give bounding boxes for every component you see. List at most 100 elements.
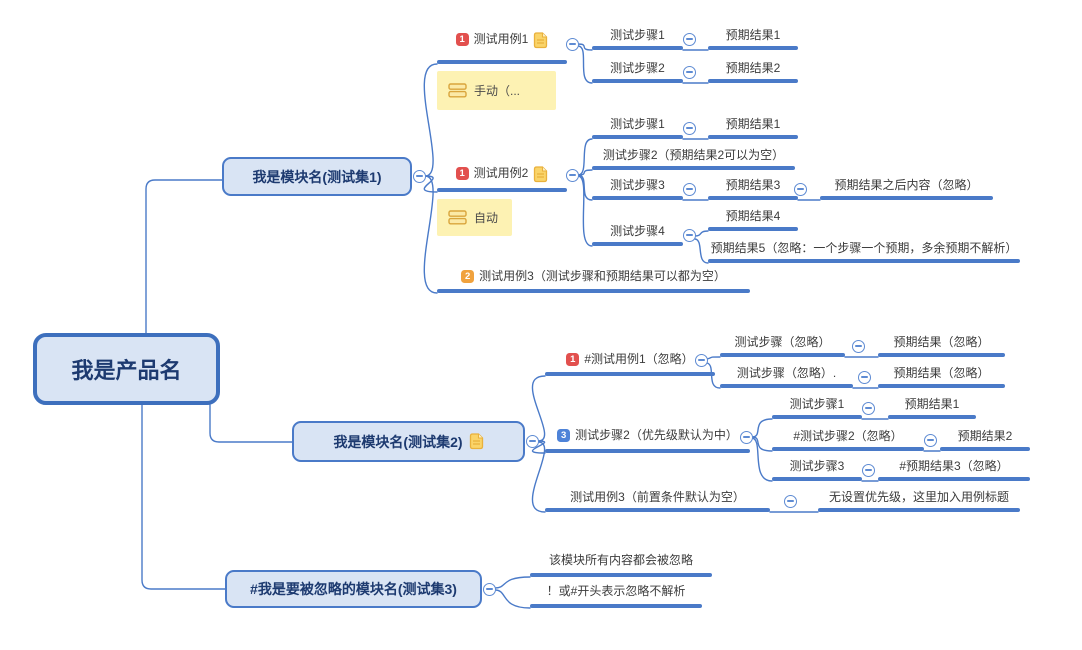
collapse-button-b2c2[interactable] xyxy=(739,430,753,444)
topic-b1c2s2[interactable]: 测试步骤2（预期结果2可以为空） xyxy=(592,148,795,170)
topic-b2c2s2r[interactable]: 预期结果2 xyxy=(940,429,1030,451)
topic-text: 测试步骤3 xyxy=(789,459,845,473)
topic-text: #预期结果3（忽略） xyxy=(899,459,1009,473)
collapse-button-b1c2s3r[interactable] xyxy=(793,182,807,196)
topic-text: 预期结果2 xyxy=(957,429,1013,443)
collapse-button-b2c3[interactable] xyxy=(783,494,797,508)
topic-text: 预期结果之后内容（忽略） xyxy=(834,178,979,192)
topic-b2c2[interactable]: 3 测试步骤2（优先级默认为中） xyxy=(545,428,750,453)
topic-text: 测试步骤（忽略）. xyxy=(736,366,837,380)
topic-text: 预期结果3 xyxy=(725,178,781,192)
label-tag-label1[interactable]: 手动（... xyxy=(437,71,556,110)
collapse-button-b2c2s1[interactable] xyxy=(861,401,875,415)
topic-text: 测试步骤1 xyxy=(610,117,665,131)
topic-text: 预期结果1 xyxy=(725,28,781,42)
topic-text: 我是产品名 xyxy=(71,358,182,383)
collapse-button-b2c2s3[interactable] xyxy=(861,463,875,477)
collapse-button-m3[interactable] xyxy=(482,582,496,596)
collapse-button-case2[interactable] xyxy=(565,168,579,182)
topic-b2c3r[interactable]: 无设置优先级，这里加入用例标题 xyxy=(818,490,1020,512)
topic-b1c1s1r[interactable]: 预期结果1 xyxy=(708,28,798,50)
collapse-button-b2c1s2[interactable] xyxy=(857,370,871,384)
topic-b2c1s1r[interactable]: 预期结果（忽略） xyxy=(878,335,1005,357)
topic-m3[interactable]: #我是要被忽略的模块名(测试集3) xyxy=(225,570,482,608)
topic-text: 预期结果2 xyxy=(725,61,781,75)
topic-text: 该模块所有内容都会被忽略 xyxy=(548,553,693,567)
topic-b1c2s4r2[interactable]: 预期结果5（忽略：一个步骤一个预期，多余预期不解析） xyxy=(708,241,1020,263)
topic-b2c1[interactable]: 1 #测试用例1（忽略） xyxy=(545,352,715,376)
topic-text: ！或#开头表示忽略不解析 xyxy=(546,584,686,598)
topic-text: 预期结果1 xyxy=(725,117,781,131)
topic-b1c2s1r[interactable]: 预期结果1 xyxy=(708,117,798,139)
topic-b1c2s3[interactable]: 测试步骤3 xyxy=(592,178,683,200)
topic-b3c2[interactable]: ！或#开头表示忽略不解析 xyxy=(530,584,702,608)
topic-text: 预期结果5（忽略：一个步骤一个预期，多余预期不解析） xyxy=(710,241,1018,255)
topic-text: 测试用例2 xyxy=(473,166,529,180)
collapse-button-b2c1s1[interactable] xyxy=(851,339,865,353)
topic-b1c2s4[interactable]: 测试步骤4 xyxy=(592,224,683,246)
topic-text: #测试步骤2（忽略） xyxy=(793,429,903,443)
collapse-button-b1c1s1[interactable] xyxy=(682,32,696,46)
topic-b2c3[interactable]: 测试用例3（前置条件默认为空） xyxy=(545,490,770,512)
topic-text: 自动 xyxy=(474,211,499,225)
tag-icon xyxy=(448,83,467,98)
topic-text: 测试步骤1 xyxy=(789,397,845,411)
topic-text: 测试步骤2 xyxy=(610,61,665,75)
collapse-button-b1c2s3[interactable] xyxy=(682,182,696,196)
topic-text: #我是要被忽略的模块名(测试集3) xyxy=(250,581,457,597)
topic-text: 预期结果1 xyxy=(904,397,960,411)
topic-b1c2s4r1[interactable]: 预期结果4 xyxy=(708,209,798,231)
note-icon[interactable] xyxy=(469,433,484,450)
priority-badge: 1 xyxy=(455,33,469,46)
topic-m2[interactable]: 我是模块名(测试集2) xyxy=(292,421,525,462)
topic-text: 我是模块名(测试集1) xyxy=(252,168,382,185)
topic-m1[interactable]: 我是模块名(测试集1) xyxy=(222,157,412,196)
topic-text: 预期结果（忽略） xyxy=(893,366,990,380)
topic-b3c1[interactable]: 该模块所有内容都会被忽略 xyxy=(530,553,712,577)
topic-text: 测试用例3（测试步骤和预期结果可以都为空） xyxy=(479,269,726,283)
priority-badge: 3 xyxy=(557,429,571,442)
priority-badge: 1 xyxy=(455,167,469,180)
topic-b1c2s1[interactable]: 测试步骤1 xyxy=(592,117,683,139)
topic-b1c2s3r[interactable]: 预期结果3 xyxy=(708,178,798,200)
topic-text: 我是模块名(测试集2) xyxy=(333,433,463,450)
topic-b2c2s3[interactable]: 测试步骤3 xyxy=(772,459,862,481)
topic-text: 测试步骤3 xyxy=(610,178,665,192)
topic-text: 预期结果（忽略） xyxy=(893,335,990,349)
topic-b2c2s1r[interactable]: 预期结果1 xyxy=(888,397,976,419)
topic-case2[interactable]: 1 测试用例2 xyxy=(437,166,567,192)
topic-b1c1s2r[interactable]: 预期结果2 xyxy=(708,61,798,83)
collapse-button-b2c2s2[interactable] xyxy=(923,433,937,447)
collapse-button-m1[interactable] xyxy=(412,169,426,183)
topic-text: 无设置优先级，这里加入用例标题 xyxy=(828,490,1009,504)
collapse-button-b2c1[interactable] xyxy=(694,353,708,367)
topic-b2c2s1[interactable]: 测试步骤1 xyxy=(772,397,862,419)
topic-text: 测试步骤2（优先级默认为中） xyxy=(575,428,738,442)
collapse-button-b1c1s2[interactable] xyxy=(682,65,696,79)
label-tag-label2[interactable]: 自动 xyxy=(437,199,512,236)
collapse-button-m2[interactable] xyxy=(525,434,539,448)
collapse-button-b1c2s4[interactable] xyxy=(682,228,696,242)
note-icon[interactable] xyxy=(533,32,548,49)
topic-b2c1s2[interactable]: 测试步骤（忽略）. xyxy=(720,366,853,388)
topic-root[interactable]: 我是产品名 xyxy=(33,333,220,405)
topic-text: #测试用例1（忽略） xyxy=(584,352,694,366)
topic-b2c2s3r[interactable]: #预期结果3（忽略） xyxy=(878,459,1030,481)
priority-badge: 1 xyxy=(566,353,580,366)
topic-b1c2s3rc[interactable]: 预期结果之后内容（忽略） xyxy=(820,178,993,200)
topic-text: 预期结果4 xyxy=(725,209,781,223)
collapse-button-case1[interactable] xyxy=(565,37,579,51)
topic-b1c1s2[interactable]: 测试步骤2 xyxy=(592,61,683,83)
collapse-button-b1c2s1[interactable] xyxy=(682,121,696,135)
topic-text: 测试步骤（忽略） xyxy=(734,335,831,349)
note-icon[interactable] xyxy=(533,166,548,183)
topic-b2c1s2r[interactable]: 预期结果（忽略） xyxy=(878,366,1005,388)
topic-b2c2s2[interactable]: #测试步骤2（忽略） xyxy=(772,429,924,451)
topic-text: 测试步骤2（预期结果2可以为空） xyxy=(602,148,785,162)
topic-b2c1s1[interactable]: 测试步骤（忽略） xyxy=(720,335,845,357)
topic-b1c1s1[interactable]: 测试步骤1 xyxy=(592,28,683,50)
